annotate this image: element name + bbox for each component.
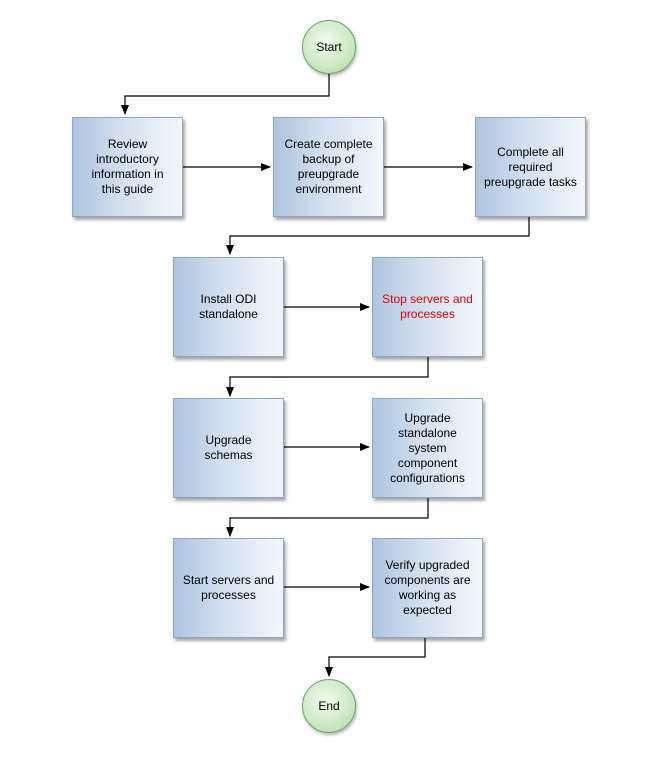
connector-stop-schemas: [226, 357, 429, 397]
step-backup-label: Create complete backup of preupgrade env…: [284, 137, 373, 196]
connector-configs-startservers: [226, 498, 429, 537]
step-start-servers: Start servers and processes: [173, 538, 284, 638]
step-schemas-label: Upgrade schemas: [204, 433, 253, 462]
end-label: End: [318, 699, 340, 713]
step-review-label: Review introductory information in this …: [91, 137, 164, 196]
step-preupgrade: Complete all required preupgrade tasks: [475, 117, 586, 217]
step-preupgrade-label: Complete all required preupgrade tasks: [484, 144, 577, 189]
step-review: Review introductory information in this …: [72, 117, 183, 217]
start-node: Start: [302, 20, 356, 74]
connector-preupgrade-install: [226, 217, 530, 255]
connector-start-review: [121, 74, 330, 115]
step-stop-label: Stop servers and processes: [382, 292, 473, 321]
step-backup: Create complete backup of preupgrade env…: [273, 117, 384, 217]
step-stop: Stop servers and processes: [372, 257, 483, 357]
step-install: Install ODI standalone: [173, 257, 284, 357]
start-label: Start: [316, 40, 342, 54]
step-configs-label: Upgrade standalone system component conf…: [390, 410, 465, 485]
step-verify-label: Verify upgraded components are working a…: [384, 558, 471, 617]
step-schemas: Upgrade schemas: [173, 398, 284, 498]
connector-verify-end: [325, 638, 426, 677]
step-verify: Verify upgraded components are working a…: [372, 538, 483, 638]
step-install-label: Install ODI standalone: [199, 292, 258, 321]
step-start-servers-label: Start servers and processes: [182, 573, 275, 602]
step-configs: Upgrade standalone system component conf…: [372, 398, 483, 498]
end-node: End: [302, 679, 356, 733]
